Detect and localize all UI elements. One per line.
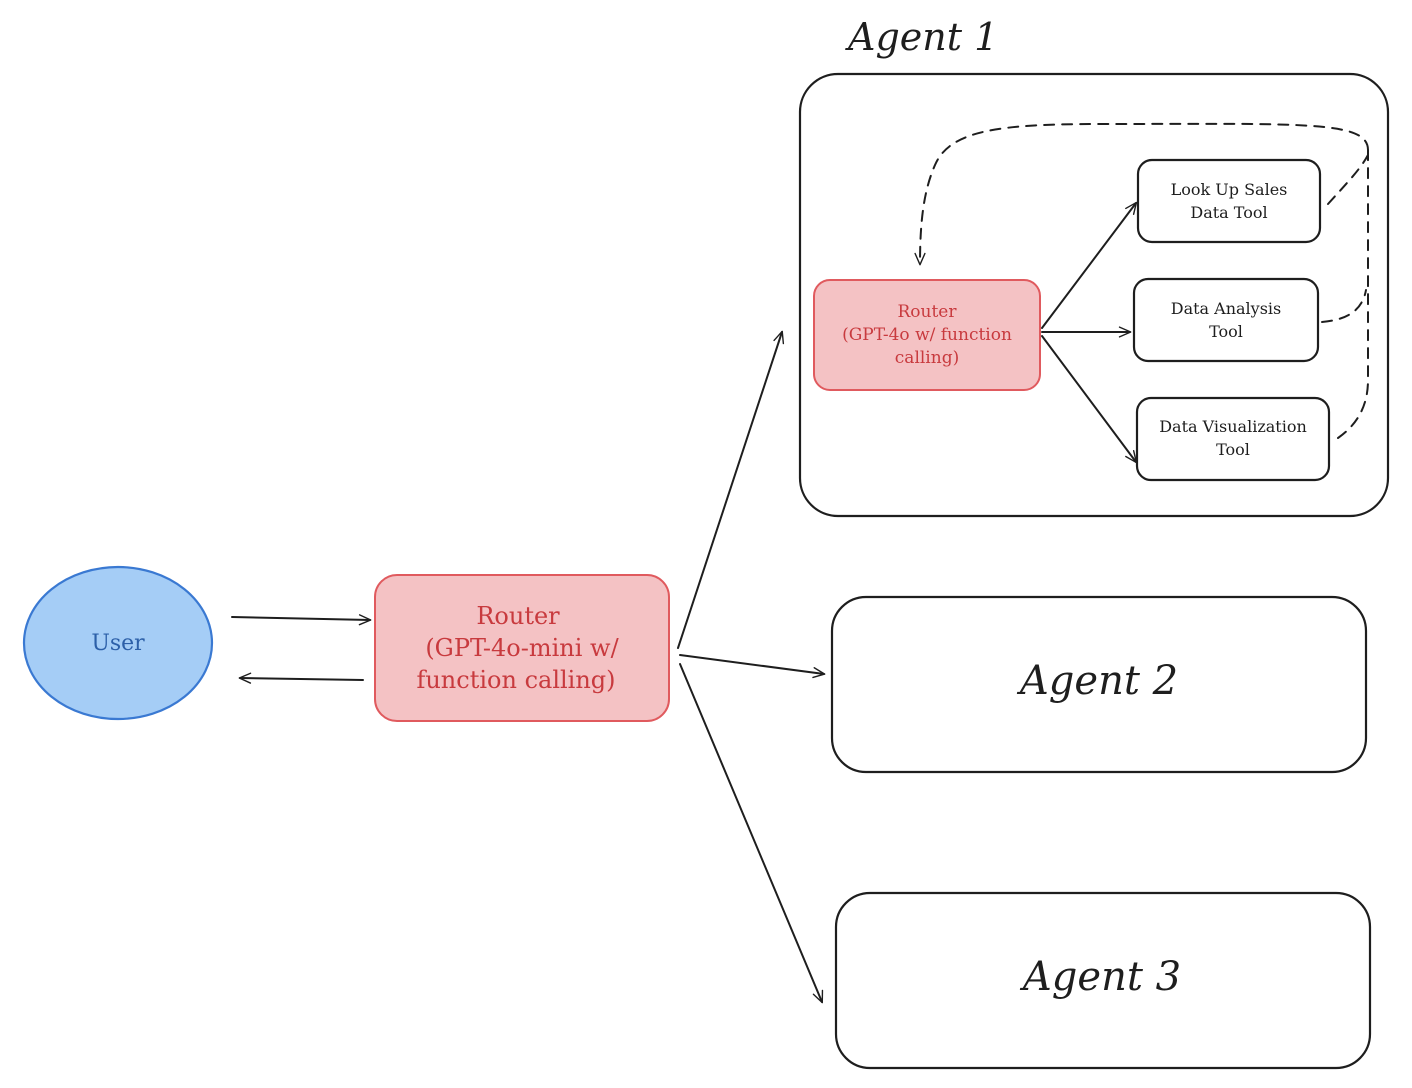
edge-router-to-agent2 [679,654,826,679]
edge-router-to-viz-tool [1041,335,1138,464]
agent1-title: Agent 1 [845,15,998,59]
agent1-router-label-line2: (GPT-4o w/ function [842,325,1012,345]
agent3-node[interactable]: Agent 3 [834,891,1372,1070]
agent2-label: Agent 2 [1016,658,1178,704]
main-router-node[interactable]: Router (GPT-4o-mini w/ function calling) [374,574,670,722]
main-router-label-line2: (GPT-4o-mini w/ [425,634,619,662]
main-router-label-line3: function calling) [416,666,615,694]
dashed-return-analysis [1321,289,1367,323]
user-node[interactable]: User [22,565,214,721]
dashed-return-sales [1327,154,1369,205]
tool-analysis-label-line2: Tool [1209,322,1243,341]
tool-analysis-label-line1: Data Analysis [1171,299,1282,318]
edge-router-to-agent1 [677,330,785,649]
tool-viz-box[interactable] [1135,396,1331,482]
tool-analysis-node[interactable]: Data Analysis Tool [1132,277,1320,363]
tool-sales-label-line2: Data Tool [1190,203,1267,222]
dashed-return-viz [1337,149,1369,439]
edge-router-to-sales-tool [1041,201,1138,329]
dashed-return-to-router [914,122,1369,266]
agent2-node[interactable]: Agent 2 [830,595,1368,774]
tool-sales-box[interactable] [1136,158,1322,244]
tool-sales-node[interactable]: Look Up Sales Data Tool [1136,158,1322,244]
edge-user-to-router [231,614,372,626]
agent3-box[interactable] [834,891,1372,1070]
agent2-box[interactable] [830,595,1368,774]
edge-router-to-user [238,672,364,684]
tool-analysis-box[interactable] [1132,277,1320,363]
agent3-label: Agent 3 [1019,954,1181,1000]
agent1-router-box[interactable] [813,279,1041,391]
main-router-box[interactable] [374,574,670,722]
edge-router-to-agent3 [679,663,824,1004]
agent1-router-label-line3: calling) [895,348,959,368]
user-ellipse[interactable] [22,565,214,721]
agent1-router-node[interactable]: Router (GPT-4o w/ function calling) [813,279,1041,391]
tool-viz-node[interactable]: Data Visualization Tool [1135,396,1331,482]
tool-viz-label-line2: Tool [1216,440,1250,459]
tool-viz-label-line1: Data Visualization [1159,417,1307,436]
main-router-label-line1: Router [476,602,560,630]
tool-sales-label-line1: Look Up Sales [1171,180,1288,199]
user-label: User [91,631,145,656]
agent1-router-label-line1: Router [897,302,957,322]
